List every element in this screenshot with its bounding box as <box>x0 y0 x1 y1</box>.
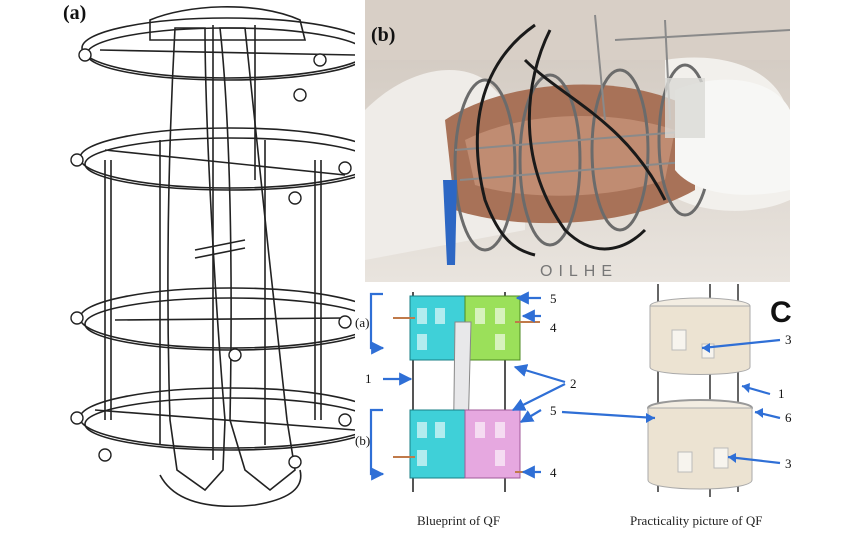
panel-a-illustration: (a) <box>55 0 381 536</box>
clinical-photo: OILHE <box>365 0 791 282</box>
blueprint-callout-a: (a) <box>355 315 369 330</box>
practicality-panel: 3 1 6 3 C Practicality picture of QF <box>610 282 850 536</box>
fixator-drawing <box>70 6 381 508</box>
blueprint-callout-5-lower: 5 <box>550 403 557 418</box>
blueprint-callout-5: 5 <box>550 291 557 306</box>
blueprint-callout-4-top: 4 <box>550 320 557 335</box>
blueprint-diagram: 5 4 2 1 5 4 (a) (b) <box>355 291 577 492</box>
photo-watermark: OILHE <box>540 263 618 280</box>
panel-c-label: C <box>770 296 792 329</box>
practicality-photo: 3 1 6 3 <box>647 284 792 497</box>
panel-a-label: (a) <box>63 2 87 24</box>
photo-callout-3-bottom: 3 <box>785 456 792 471</box>
panel-b-photo: OILHE (b) <box>365 0 791 282</box>
blueprint-caption: Blueprint of QF <box>417 513 501 528</box>
photo-callout-1: 1 <box>778 386 785 401</box>
panel-b-label: (b) <box>371 24 396 46</box>
blueprint-callout-1: 1 <box>365 371 372 386</box>
photo-callout-6: 6 <box>785 410 792 425</box>
blueprint-panel: 5 4 2 1 5 4 (a) (b) Blueprint of QF <box>355 282 605 536</box>
photo-callout-3-top: 3 <box>785 332 792 347</box>
connector-arrow <box>561 410 656 423</box>
blueprint-callout-4-bottom: 4 <box>550 465 557 480</box>
practicality-caption: Practicality picture of QF <box>630 513 763 528</box>
blueprint-callout-2: 2 <box>570 376 577 391</box>
blueprint-callout-b: (b) <box>355 433 370 448</box>
